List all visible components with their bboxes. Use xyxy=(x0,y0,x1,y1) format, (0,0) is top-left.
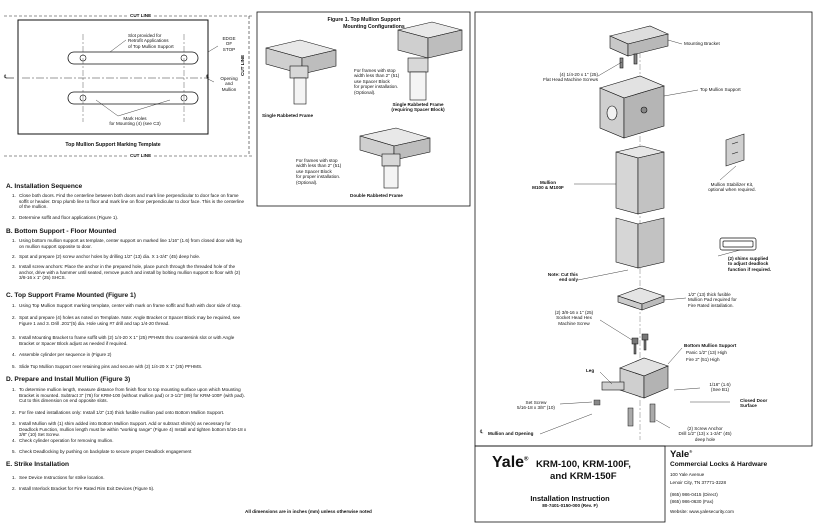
centerline-symbol: ℄ xyxy=(206,74,210,80)
section-e-heading: E. Strike Installation xyxy=(6,461,70,468)
label-bottom-support: Bottom Mullion Support xyxy=(684,343,737,348)
label-mullion-opening: Mullion and Opening xyxy=(488,431,534,436)
company-address1: 100 Yale Avenue xyxy=(670,472,705,477)
label-double-rabbeted: Double Rabbeted Frame xyxy=(350,193,403,198)
cut-line-label-top: CUT LINE xyxy=(128,13,154,19)
section-b-heading: B. Bottom Support - Floor Mounted xyxy=(6,228,117,235)
label-closed-door: Closed Door Surface xyxy=(740,398,768,409)
section-a-heading: A. Installation Sequence xyxy=(6,183,83,190)
company-phone-direct: (865) 986-0415 (Direct) xyxy=(670,492,718,497)
figure-1-subtitle: Mounting Configurations xyxy=(343,24,405,30)
mark-holes-note: Mark Holes for Mounting (4) (see C3) xyxy=(109,116,161,127)
label-top-mullion-support: Top Mullion Support xyxy=(700,87,741,92)
label-flat-head-screws: (4) 1/4-20 x 1" (25) Flat Head Machine S… xyxy=(543,72,598,83)
label-shims: (2) shims supplied to adjust deadlock fu… xyxy=(728,256,772,272)
left-centerline-symbol: ℄ xyxy=(4,74,8,80)
label-cut-end: Note: Cut this end only xyxy=(547,272,578,283)
label-single-rabbeted: Single Rabbeted Frame xyxy=(262,113,314,118)
slot-note: Slot provided for Retrofit Applications … xyxy=(128,33,174,49)
note-spacer-block: For frames with stop width less than 2" … xyxy=(354,68,400,95)
title-reg-mark: ® xyxy=(524,456,529,463)
footer-dimensions-note: All dimensions are in inches (mm) unless… xyxy=(245,509,372,514)
title-brand-logo: Yale® xyxy=(492,454,528,472)
section-d-heading: D. Prepare and Install Mullion (Figure 3… xyxy=(6,376,131,383)
title-doc-title: Installation Instruction xyxy=(530,494,610,503)
label-panic-height: Panic 1/2" (13) High xyxy=(686,350,727,355)
label-mullion: Mullion M100 & M100F xyxy=(532,180,564,191)
label-fire-pad: 1/2" (13) thick fusible Mullion Pad requ… xyxy=(688,292,737,308)
company-brand: Yale xyxy=(670,449,690,461)
label-screw-anchor: (2) Screw Anchor Drill 1/2" (13) x 1-3/4… xyxy=(678,426,732,442)
title-doc-number: 80-7401-0150-000 (Rev. F) xyxy=(542,503,598,508)
label-fire-height: Fire 2" (51) High xyxy=(686,357,720,362)
title-models-line1: KRM-100, KRM-100F, xyxy=(536,459,631,470)
company-website: Website: www.yalesecurity.com xyxy=(670,509,734,514)
section-c-heading: C. Top Support Frame Mounted (Figure 1) xyxy=(6,292,136,299)
title-models-line2: and KRM-150F xyxy=(550,471,617,482)
label-gap-dimension: 1/16" (1.6) (See B1) xyxy=(709,382,731,393)
label-socket-screw: (2) 3/8-16 x 1" (25) Socket Head Hex Mac… xyxy=(554,310,594,326)
company-phone-fax: (865) 986-0630 (Fax) xyxy=(670,499,714,504)
opening-mullion-label: Opening and Mullion xyxy=(220,76,238,92)
label-single-spacer: Single Rabbeted Frame (requiring Spacer … xyxy=(391,102,445,113)
title-brand: Yale xyxy=(492,454,525,471)
label-mounting-bracket: Mounting Bracket xyxy=(684,41,720,46)
cut-line-label-bottom: CUT LINE xyxy=(128,153,154,159)
company-brand-logo: Yale® xyxy=(670,449,692,460)
company-reg-mark: ® xyxy=(689,449,693,454)
mullion-opening-symbol: ℄ xyxy=(480,429,484,435)
edge-of-stop-label: EDGE OF STOP xyxy=(222,36,236,52)
label-set-screw: Set Screw 5/16-18 x 3/8" (10) xyxy=(517,400,555,411)
template-caption: Top Mullion Support Marking Template xyxy=(65,142,161,148)
label-stabilizer-kit: Mullion Stabilizer Kit, optional when re… xyxy=(708,182,756,193)
step-a1: 1.Close both doors. Find the centerline … xyxy=(12,193,245,210)
note-double-spacer: For frames with stop width less than 2" … xyxy=(296,158,342,185)
figure-1-title: Figure 1. Top Mullion Support xyxy=(327,17,401,23)
company-address2: Lenoir City, TN 37771-3228 xyxy=(670,480,727,485)
label-leg: Leg xyxy=(586,368,595,373)
company-division: Commercial Locks & Hardware xyxy=(670,461,768,468)
